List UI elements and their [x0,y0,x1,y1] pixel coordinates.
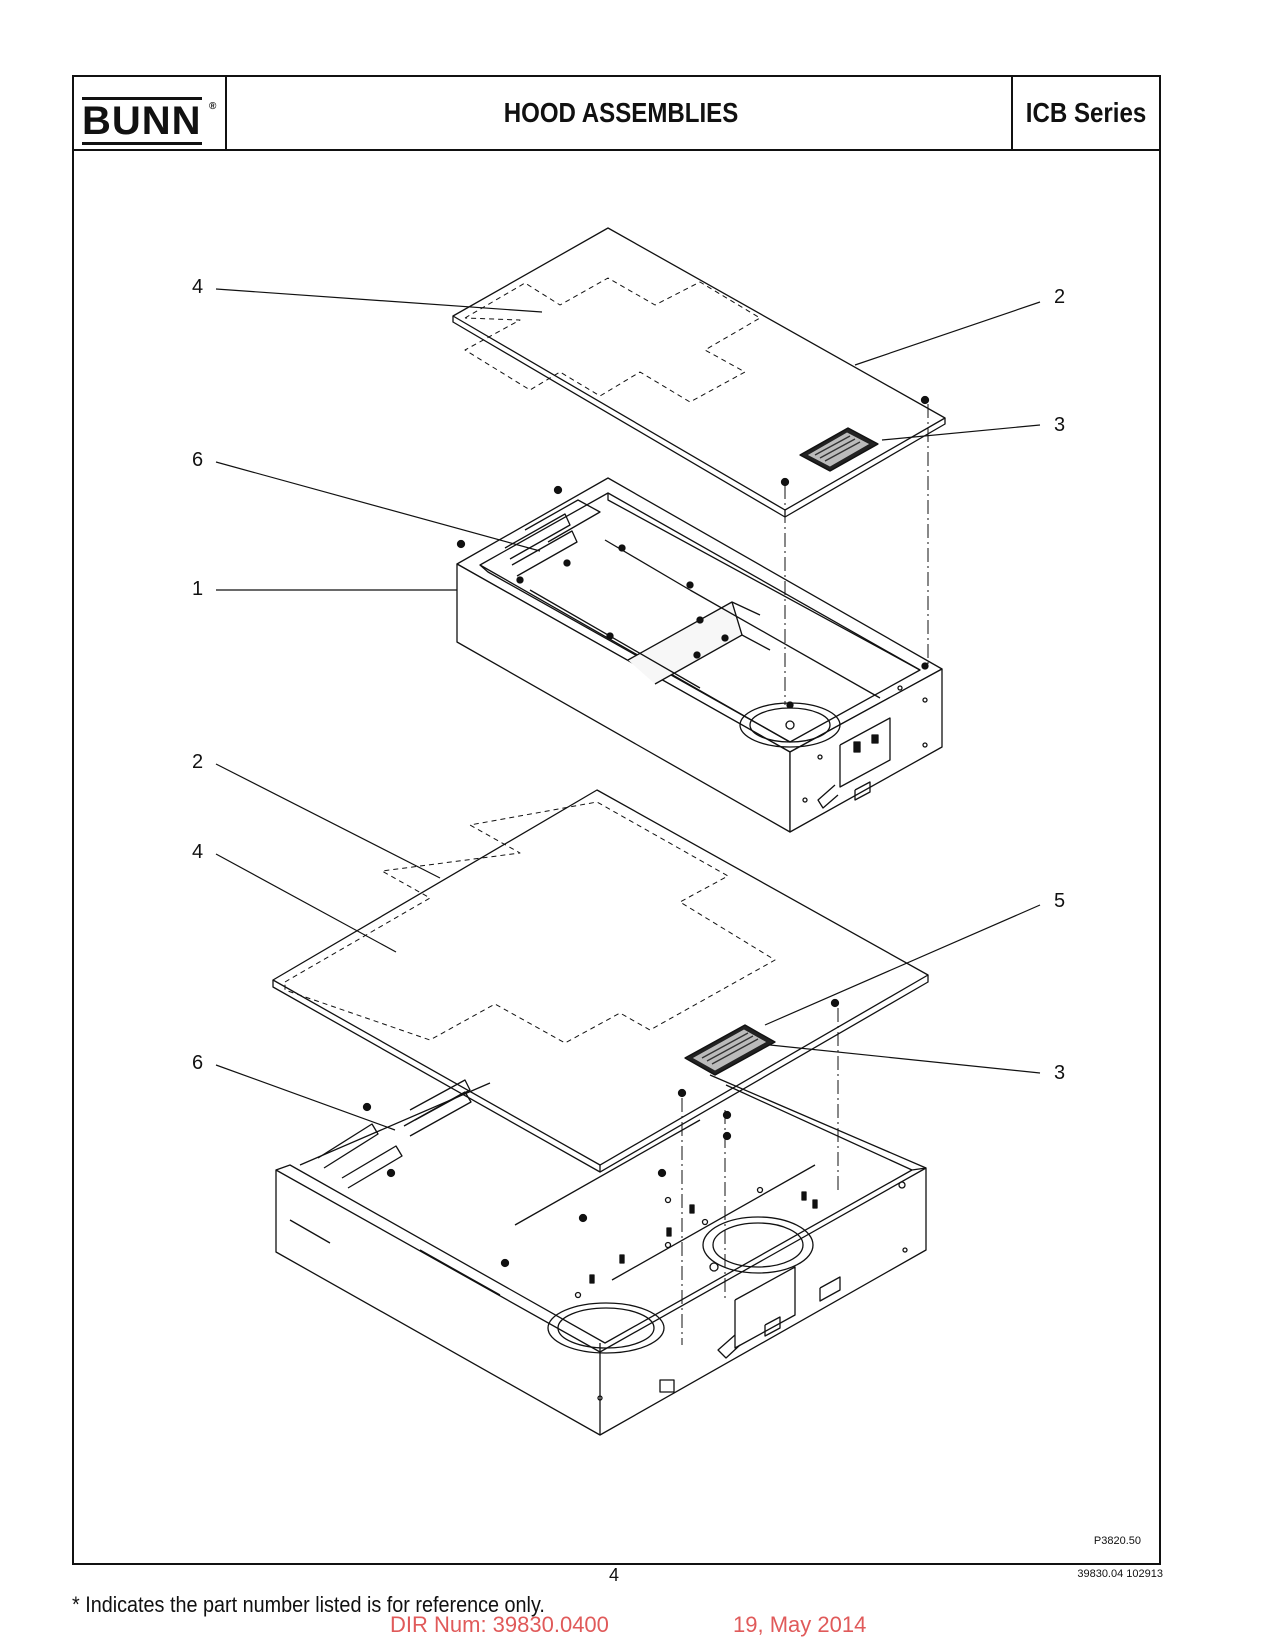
callout-2-upper: 2 [1054,286,1066,308]
callout-4-lower: 4 [192,841,204,863]
figure-reference: P3820.50 [1093,1535,1141,1547]
callout-2-lower: 2 [192,751,204,773]
page-title: HOOD ASSEMBLIES [503,97,739,128]
document-number: 39830.04 102913 [1077,1568,1163,1580]
callout-3-upper: 3 [1054,414,1066,436]
footnote: * Indicates the part number listed is fo… [72,1592,545,1617]
callout-4-upper: 4 [192,276,204,298]
watermark-date: 19, May 2014 [733,1612,867,1637]
page-frame: BUNN ® HOOD ASSEMBLIES ICB Series P3820.… [72,75,1161,1565]
callout-5: 5 [1054,890,1066,912]
logo-cell: BUNN ® [74,77,227,149]
callout-6-lower: 6 [192,1052,204,1074]
lower-warning-label [684,1024,776,1076]
page-header: BUNN ® HOOD ASSEMBLIES ICB Series [74,77,1159,151]
leader-lines [215,288,1041,1131]
upper-lid-screw [780,395,930,487]
bunn-logo: BUNN [82,97,202,145]
watermark-dir-num: DIR Num: 39830.0400 [390,1612,609,1637]
callout-3-lower: 3 [1054,1062,1066,1084]
series-label-cell: ICB Series [1011,77,1159,149]
page-number: 4 [609,1565,620,1585]
registered-mark: ® [209,101,217,112]
upper-hood-lid [452,227,946,518]
callout-1: 1 [192,578,204,600]
series-label: ICB Series [1025,97,1147,128]
lower-fan-right [702,1216,814,1274]
upper-warning-label [799,427,879,472]
callout-6-upper: 6 [192,449,204,471]
upper-alignment-lines [784,404,929,705]
lower-alignment-lines [681,1008,839,1345]
lower-fan-left [547,1302,665,1354]
lower-base-tray [275,1074,927,1436]
lower-lid-screw [677,998,840,1098]
upper-base-tray [456,477,943,833]
lower-hood-lid [272,789,929,1173]
